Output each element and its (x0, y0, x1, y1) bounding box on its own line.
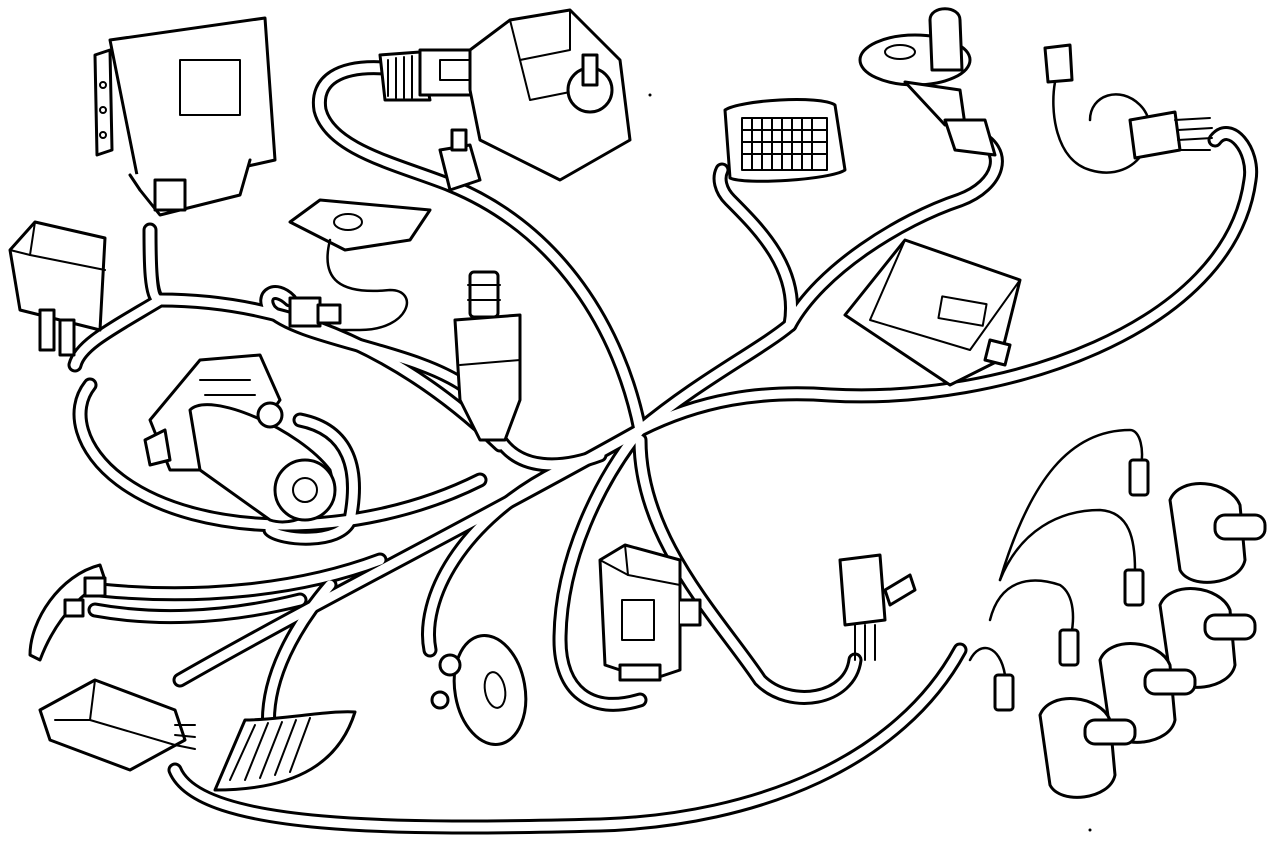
ignition-module (598, 543, 702, 682)
starter-motor (143, 353, 337, 524)
fuel-tank-sender (288, 198, 432, 332)
electronic-control-unit (93, 16, 277, 217)
harness-main (67, 60, 1259, 835)
sensor-switch (838, 553, 917, 661)
horn (430, 633, 528, 747)
ignition-switch (858, 7, 997, 157)
print-speck (648, 93, 1092, 832)
switch-block (38, 678, 196, 772)
relay (8, 220, 107, 357)
multi-plug-connector (1043, 43, 1213, 174)
fuel-injector (453, 270, 522, 442)
gear-position-switch (378, 8, 632, 192)
control-module (843, 238, 1022, 387)
courtesy-lamp (723, 98, 847, 183)
side-lamp (213, 710, 357, 792)
indicator-lamp (28, 563, 107, 662)
coil-pack (968, 428, 1267, 799)
